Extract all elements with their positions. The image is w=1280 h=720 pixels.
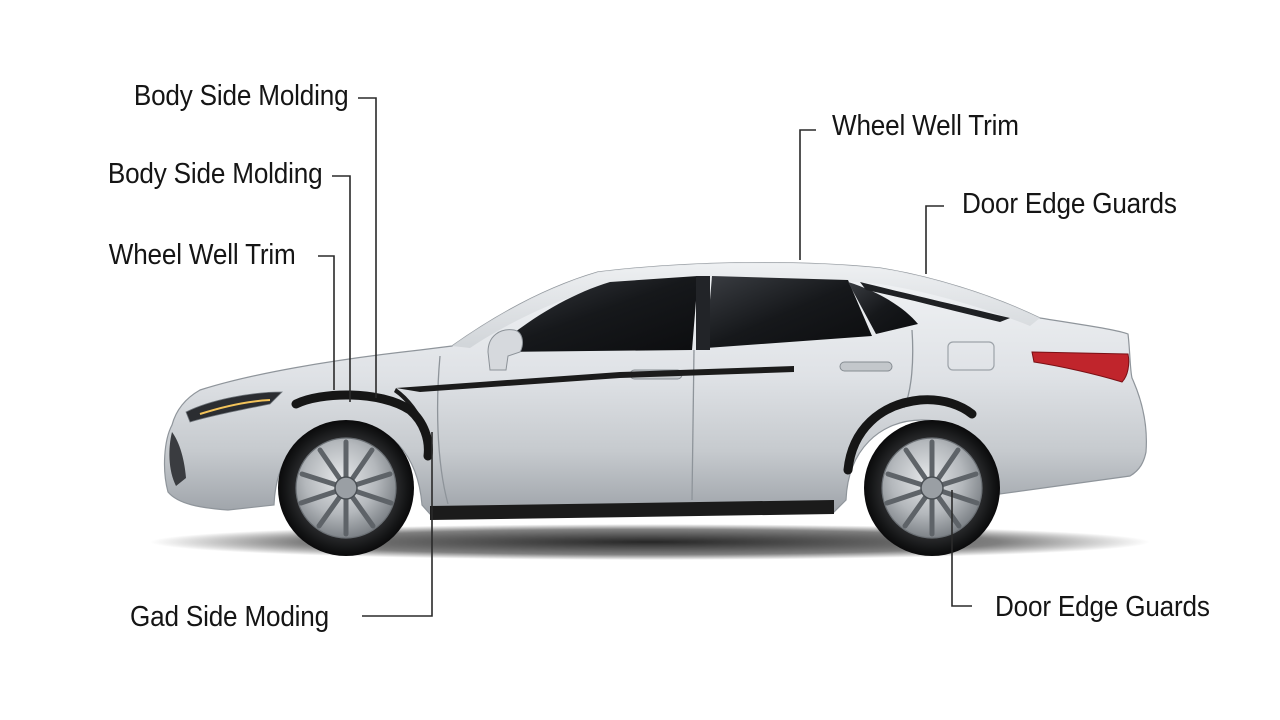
quarter-glass xyxy=(848,282,918,334)
front-bumper xyxy=(169,432,186,486)
rear-door-handle xyxy=(839,361,893,372)
leader-line-left-lower xyxy=(318,255,335,390)
label-door-edge-guards-top: Door Edge Guards xyxy=(962,188,1177,220)
front-wheel-well-trim xyxy=(291,390,433,461)
label-body-side-molding-middle: Body Side Molding xyxy=(107,158,322,190)
front-window xyxy=(490,276,698,352)
headlight xyxy=(185,391,283,423)
fuel-door xyxy=(947,341,995,371)
label-bottom-left-molding: Gad Side Moding xyxy=(130,601,329,633)
side-mirror xyxy=(487,329,523,371)
label-wheel-well-trim-left: Wheel Well Trim xyxy=(109,239,296,271)
tail-light xyxy=(1031,351,1130,383)
label-door-edge-guards-bottom: Door Edge Guards xyxy=(995,591,1210,623)
leader-line-bottom-left xyxy=(362,432,433,617)
rocker-trim xyxy=(430,500,834,520)
label-body-side-molding-top: Body Side Molding xyxy=(133,80,348,112)
label-wheel-well-trim-right: Wheel Well Trim xyxy=(832,110,1019,142)
b-pillar xyxy=(696,276,710,350)
leader-line-left-top xyxy=(358,97,377,398)
leader-line-right-top xyxy=(799,129,816,260)
rear-wheel xyxy=(864,420,1000,556)
rear-window xyxy=(706,276,872,348)
roof xyxy=(452,262,1040,348)
body-side-molding xyxy=(396,366,794,392)
door-seam-front xyxy=(436,355,449,505)
front-wheel xyxy=(278,420,414,556)
leader-line-left-middle xyxy=(332,175,351,402)
rear-wheel-well-trim xyxy=(843,395,977,475)
rear-pillar-trim xyxy=(860,282,1010,322)
leader-line-right-middle xyxy=(925,205,944,274)
leader-line-bottom-right xyxy=(951,490,972,607)
